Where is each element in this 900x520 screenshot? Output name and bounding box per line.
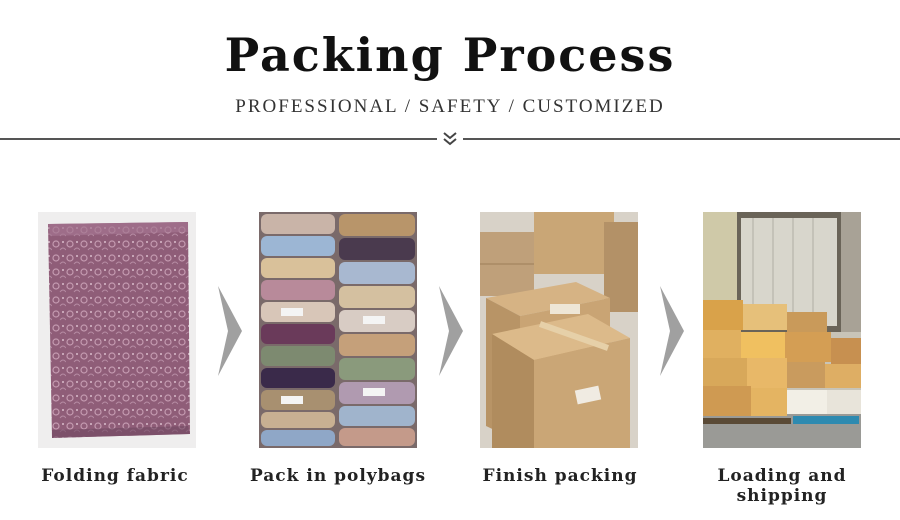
stacked-polybags-image (259, 212, 417, 448)
step-image-finish-packing (480, 212, 638, 448)
page-subtitle: PROFESSIONAL / SAFETY / CUSTOMIZED (235, 96, 665, 117)
step-caption-folding-fabric: Folding fabric (41, 466, 189, 486)
container-loading-image (703, 212, 861, 448)
divider-line-left (0, 138, 437, 140)
step-caption-finish-packing: Finish packing (482, 466, 638, 486)
folded-lace-fabric-image (38, 212, 196, 448)
step-image-loading-and-shipping (703, 212, 861, 448)
step-caption-pack-in-polybags: Pack in polybags (249, 466, 427, 486)
sealed-cartons-image (480, 212, 638, 448)
chevron-right-icon (218, 286, 242, 376)
chevron-right-icon (439, 286, 463, 376)
step-image-folding-fabric (38, 212, 196, 448)
divider-line-right (463, 138, 900, 140)
double-chevron-down-icon (443, 132, 457, 146)
step-caption-loading-and-shipping: Loading and shipping (717, 466, 847, 506)
page-title: Packing Process (224, 28, 676, 82)
chevron-right-icon (660, 286, 684, 376)
step-image-pack-in-polybags (259, 212, 417, 448)
